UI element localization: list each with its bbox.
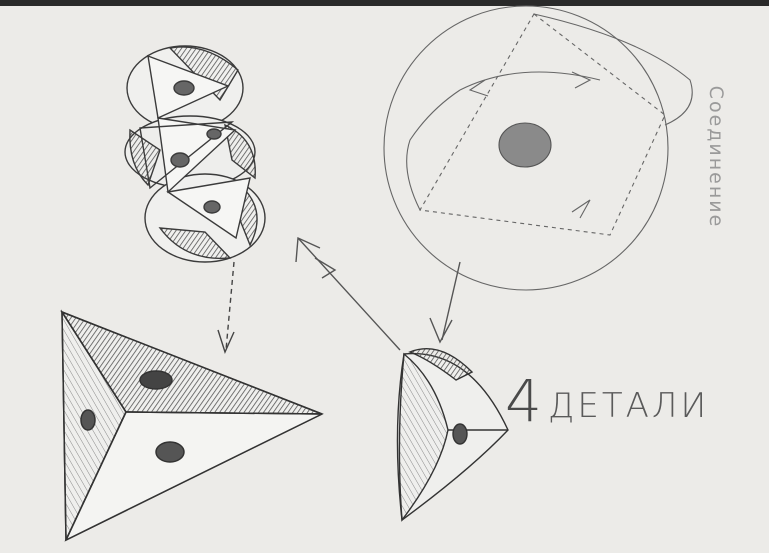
caption-word: ДЕТАЛИ [548, 388, 709, 424]
template-center-dot [499, 123, 551, 167]
vertical-note: Соединение [703, 82, 727, 232]
tetra-dot-left [81, 410, 95, 430]
net-dot [207, 129, 221, 139]
tetra-dot-bottom [156, 442, 184, 462]
caption-number: 4 [505, 372, 542, 430]
net-dot [174, 81, 194, 95]
net-dot [204, 201, 220, 213]
tetra-dot-top [140, 371, 172, 389]
part-dot [453, 424, 467, 444]
net-dot [171, 153, 189, 167]
